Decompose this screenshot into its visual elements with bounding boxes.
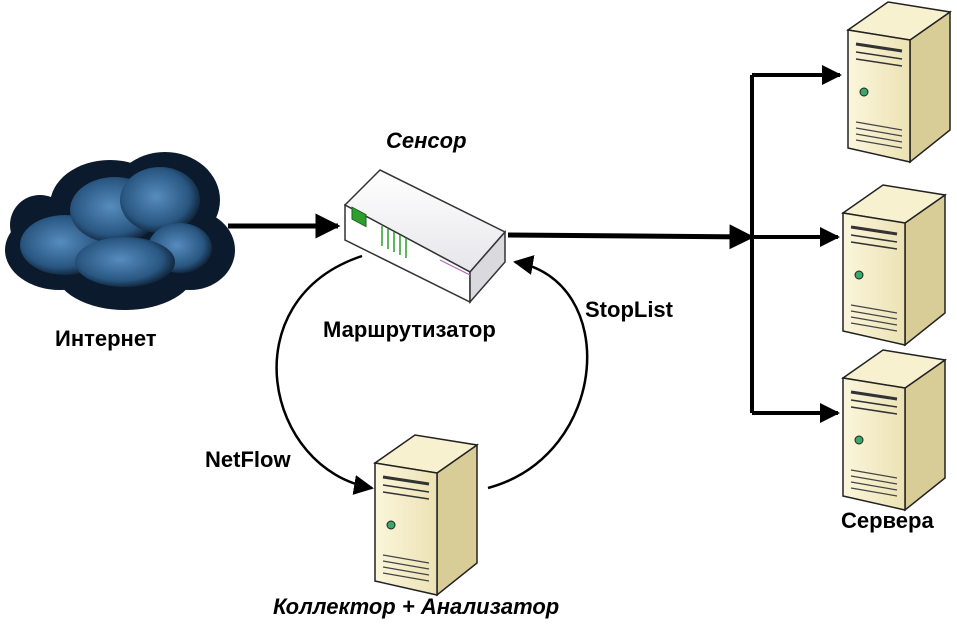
servers-label: Сервера (841, 508, 934, 533)
server-icon (841, 348, 947, 512)
router-icon (343, 169, 507, 304)
netflow-label: NetFlow (205, 447, 291, 472)
server-icon (841, 183, 947, 347)
router-to-servers-line (507, 224, 755, 250)
internet-label: Интернет (55, 326, 157, 351)
cloud-icon (5, 152, 235, 310)
stoplist-arrow (487, 255, 589, 490)
sensor-label: Сенсор (386, 128, 467, 153)
collector-label: Коллектор + Анализатор (273, 594, 560, 619)
router-label: Маршрутизатор (323, 317, 496, 342)
server-icon (846, 0, 952, 164)
stoplist-label: StopList (585, 297, 673, 322)
netflow-arrow (275, 254, 374, 495)
server-icon (373, 433, 479, 597)
